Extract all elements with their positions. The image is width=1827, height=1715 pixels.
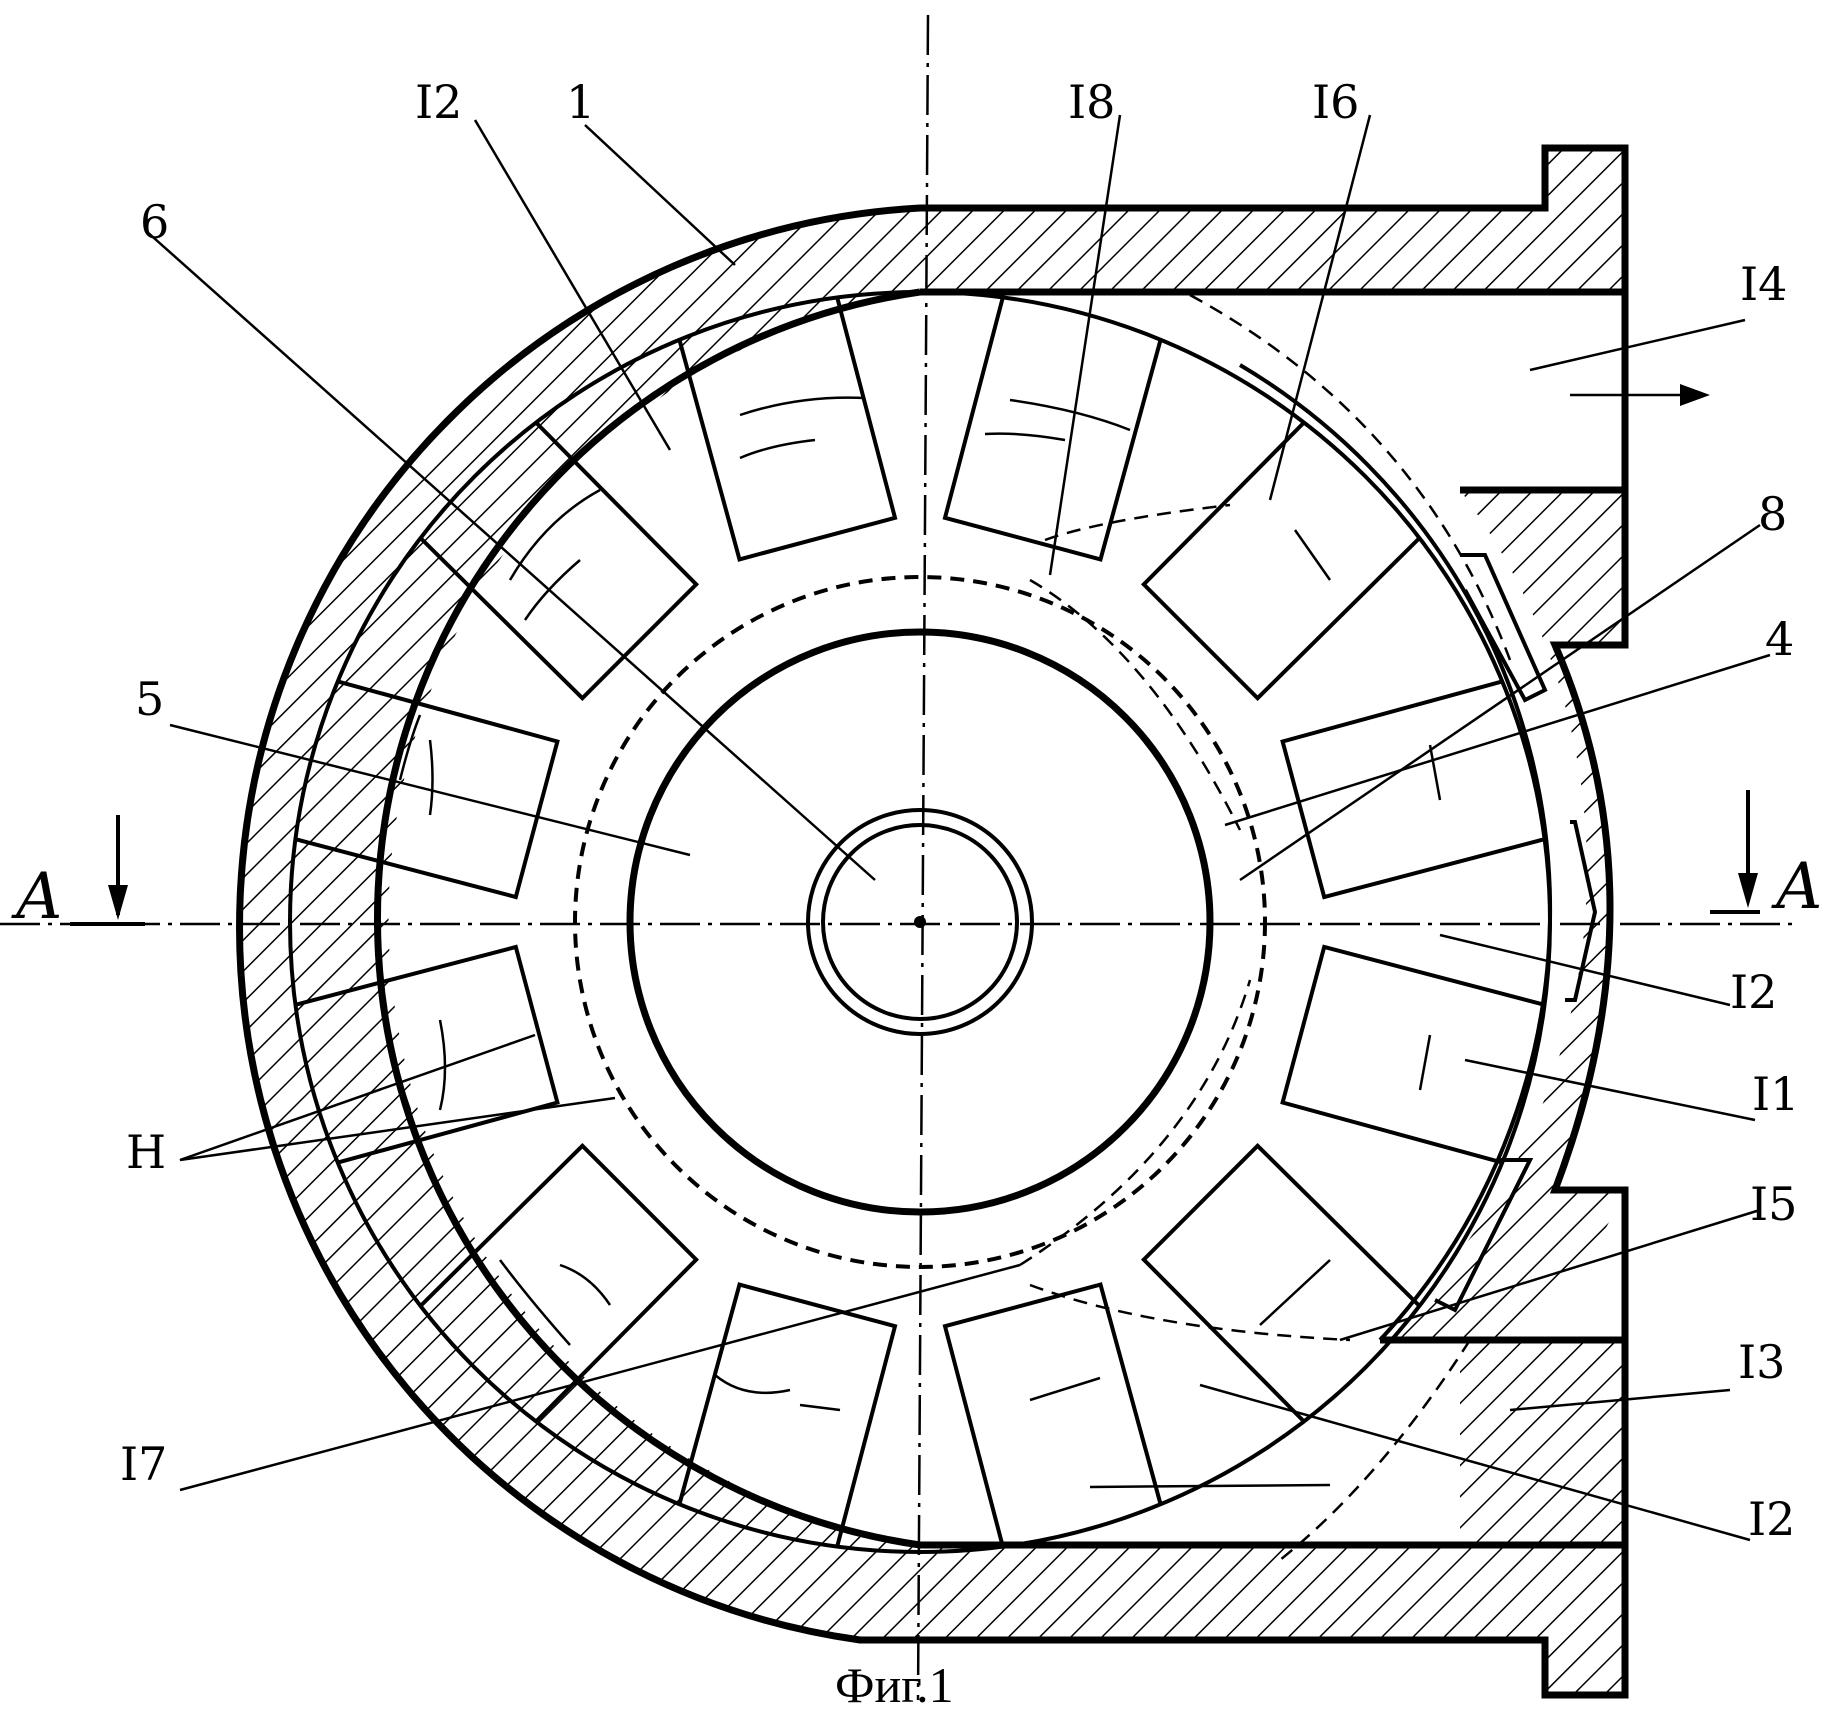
label-1: 1 xyxy=(566,75,595,129)
label-H: H xyxy=(126,1125,166,1179)
figure-caption: Фиг.1 xyxy=(835,1657,954,1713)
outlet-channel-top xyxy=(920,292,1625,490)
flow-arrow-top-3 xyxy=(1010,400,1130,430)
leader-1 xyxy=(585,125,735,265)
casing-hatched-wall xyxy=(240,148,1625,1695)
flow-arrow-right-4 xyxy=(1260,1260,1330,1325)
label-17: I7 xyxy=(120,1437,167,1491)
flow-arrow-top-4 xyxy=(985,434,1065,440)
leader-8 xyxy=(1240,525,1760,880)
flow-arrow-bottom-5 xyxy=(1030,1378,1100,1400)
flow-arrow-bottom-3 xyxy=(715,1375,790,1393)
leader-11 xyxy=(1465,1060,1755,1120)
vane-slot xyxy=(1283,681,1545,897)
flow-arrow-right-2 xyxy=(1430,745,1440,800)
section-arrow-left-head xyxy=(108,885,128,920)
leader-4 xyxy=(1225,655,1770,825)
label-12-right: I2 xyxy=(1730,965,1777,1019)
flow-arrow-left-4 xyxy=(430,740,433,815)
label-11: I1 xyxy=(1752,1067,1799,1121)
label-5: 5 xyxy=(135,672,164,726)
flow-arrow-bottom-4 xyxy=(800,1405,840,1410)
flow-arrow-right-3 xyxy=(1420,1035,1430,1090)
shaft-center xyxy=(914,916,926,928)
flow-arrow-top-1 xyxy=(740,398,865,415)
flow-arrow-top-2 xyxy=(740,440,815,458)
label-13: I3 xyxy=(1738,1335,1785,1389)
vane-slot xyxy=(945,1285,1161,1547)
label-18: I8 xyxy=(1068,75,1115,129)
label-16: I6 xyxy=(1312,75,1359,129)
vane-slot xyxy=(1144,423,1420,699)
flow-arrow-right-1 xyxy=(1295,530,1330,580)
leader-14 xyxy=(1530,320,1745,370)
casing-body xyxy=(240,148,1625,1695)
flow-arrow-left-6 xyxy=(440,1020,445,1110)
label-4: 4 xyxy=(1765,612,1794,666)
section-letter-right: А xyxy=(1771,850,1823,924)
label-14: I4 xyxy=(1740,257,1787,311)
vane-slot xyxy=(1283,947,1545,1163)
flow-arrow-outlet-head xyxy=(1680,384,1710,406)
label-15: I5 xyxy=(1750,1177,1797,1231)
flow-arrow-bottom-6 xyxy=(1090,1485,1330,1487)
flow-path-bottom-right xyxy=(1280,1340,1470,1560)
label-12-top: I2 xyxy=(415,75,462,129)
label-12-bottom: I2 xyxy=(1748,1492,1795,1546)
casing-outer-contour xyxy=(240,148,1625,1695)
section-letter-left: А xyxy=(11,860,63,934)
vane-slot xyxy=(1144,1146,1420,1422)
label-8: 8 xyxy=(1758,487,1787,541)
leader-16 xyxy=(1270,115,1370,500)
label-6: 6 xyxy=(140,195,169,249)
section-arrow-right-head xyxy=(1738,873,1758,908)
leader-18 xyxy=(1050,115,1120,575)
flow-arrow-bottom-2 xyxy=(560,1265,610,1305)
